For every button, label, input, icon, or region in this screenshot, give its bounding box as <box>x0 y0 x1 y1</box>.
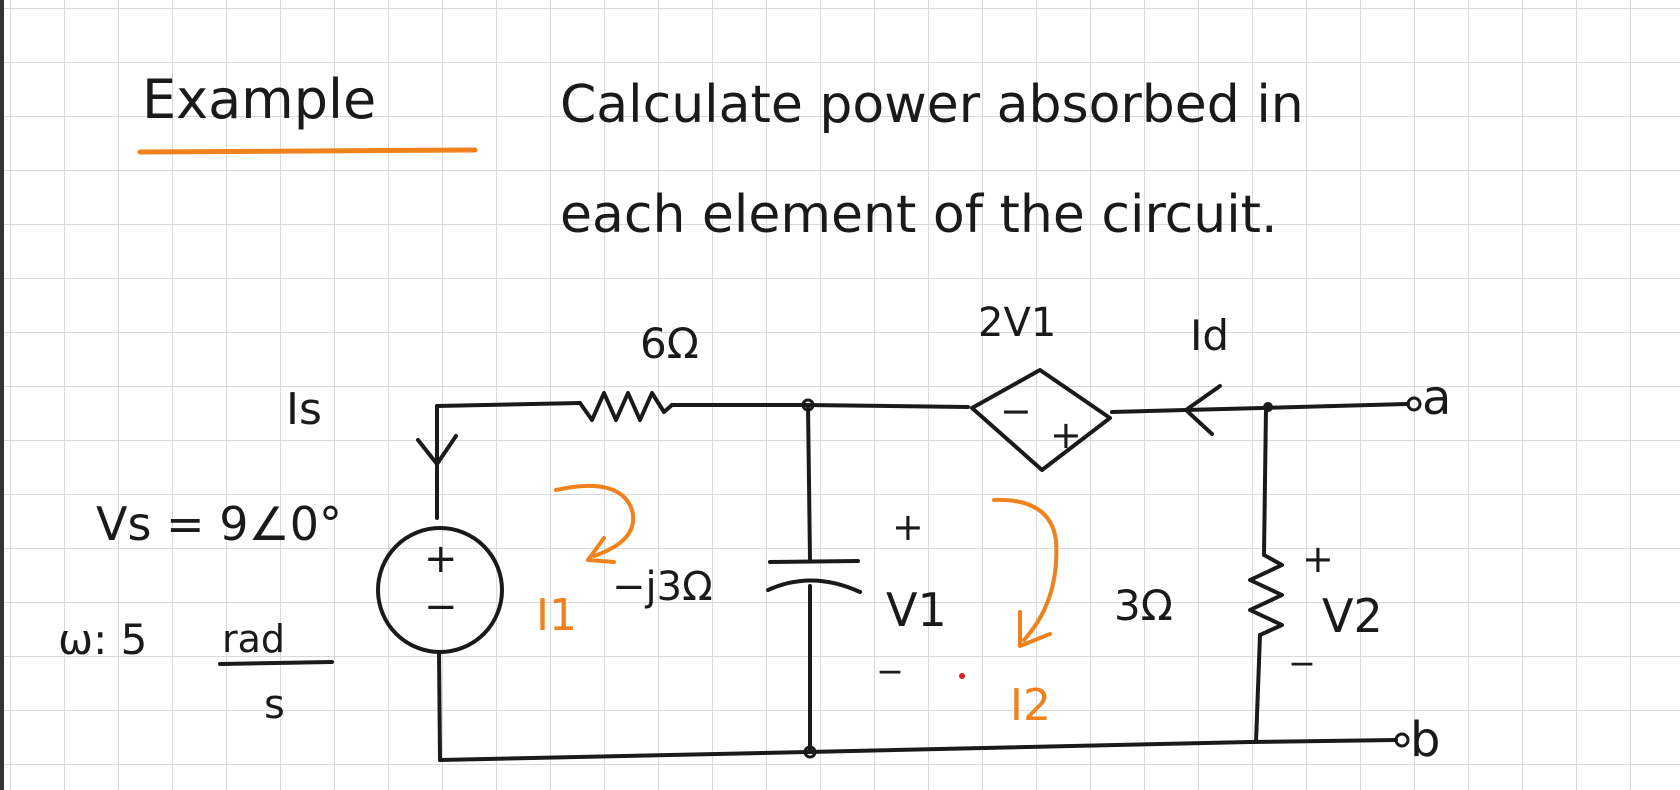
wire-capacitor-upper <box>806 403 812 562</box>
terminal-a-circle <box>1406 396 1422 412</box>
circuit-diagram: − + 2V1 Id a Is + − Vs = 9∠0° ω: 5 rad s… <box>58 300 1451 768</box>
problem-statement-line-1: Calculate power absorbed in <box>560 75 1304 135</box>
wire-resistor-3-lower <box>1254 633 1262 744</box>
resistor-3-ohm <box>1248 553 1284 637</box>
heading: Example Calculate power absorbed in each… <box>137 68 1304 245</box>
mesh-i2-loop <box>992 497 1059 642</box>
stray-red-dot <box>959 673 965 679</box>
wire-top-left <box>435 401 582 408</box>
wire-top-middle <box>670 403 970 409</box>
wire-left-lower <box>437 650 442 762</box>
terminal-b-label: b <box>1410 712 1440 768</box>
current-id-label: Id <box>1190 311 1229 360</box>
capacitor-label: −j3Ω <box>612 564 713 610</box>
example-underline <box>137 147 478 155</box>
omega-fraction-bar <box>218 660 334 666</box>
resistor-6-label: 6Ω <box>640 319 699 368</box>
current-id-arrow <box>1184 384 1222 436</box>
v1-plus: + <box>892 505 924 549</box>
mesh-i1-arrowhead <box>586 536 616 564</box>
mesh-i2-arrowhead <box>1018 610 1052 648</box>
source-minus: − <box>424 584 458 630</box>
terminal-b-circle <box>1394 732 1410 748</box>
dep-source-label: 2V1 <box>978 300 1056 346</box>
dep-source-plus: + <box>1050 413 1082 457</box>
current-is-arrow <box>416 434 458 466</box>
v2-plus: + <box>1302 537 1334 581</box>
page-edge <box>0 0 4 790</box>
mesh-i1-loop <box>554 483 636 558</box>
omega-label: ω: 5 <box>58 615 147 664</box>
omega-unit-denominator: s <box>264 682 285 728</box>
mesh-i2-label: I2 <box>1010 680 1051 731</box>
v2-label: V2 <box>1322 589 1383 643</box>
v1-label: V1 <box>886 583 947 637</box>
wire-top-right <box>1110 402 1410 414</box>
v1-minus: _ <box>879 628 901 674</box>
dep-source-minus: − <box>1000 389 1032 433</box>
terminal-a-label: a <box>1422 370 1451 426</box>
problem-statement-line-2: each element of the circuit. <box>560 185 1278 245</box>
example-label: Example <box>142 68 376 131</box>
resistor-6-ohm <box>578 391 674 422</box>
omega-unit-numerator: rad <box>222 617 285 661</box>
capacitor-plate-top <box>768 559 860 564</box>
mesh-i1-label: I1 <box>536 590 577 641</box>
resistor-3-label: 3Ω <box>1114 581 1173 630</box>
wire-resistor-3-upper <box>1262 406 1268 557</box>
v2-minus: _ <box>1291 620 1313 666</box>
wire-bottom <box>438 738 1398 762</box>
current-is-label: Is <box>286 384 322 435</box>
capacitor-plate-bottom <box>766 578 862 594</box>
source-plus: + <box>424 536 458 582</box>
dependent-voltage-source <box>970 368 1112 472</box>
source-voltage-label: Vs = 9∠0° <box>96 497 342 551</box>
